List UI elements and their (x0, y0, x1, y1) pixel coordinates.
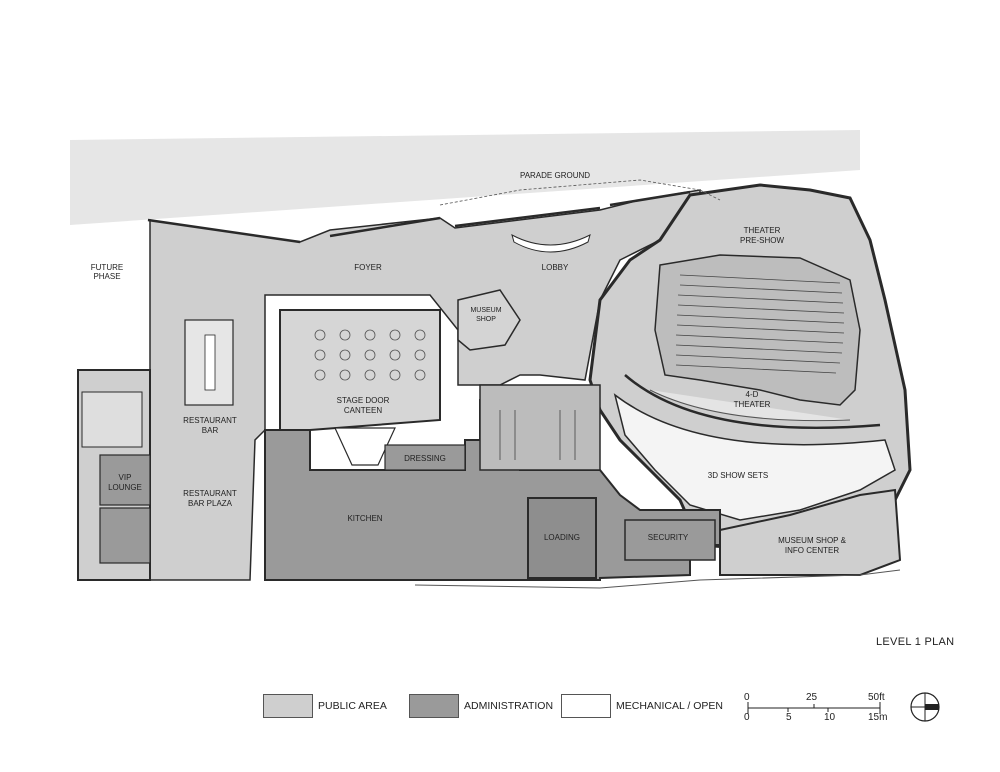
label-restaurant-bar-1: RESTAURANT (183, 416, 237, 425)
label-museum-shop-1: MUSEUM (470, 307, 501, 314)
parade-ground-boundary (439, 179, 721, 206)
label-museum-shop-2: SHOP (476, 316, 496, 323)
theater-seating (654, 254, 861, 406)
stage-funnel (334, 427, 396, 466)
label-info-center-1: MUSEUM SHOP & (778, 536, 847, 545)
label-future-phase-2: PHASE (93, 272, 120, 281)
north-facade (147, 190, 691, 244)
scale-m-5: 5 (786, 712, 792, 723)
scale-m-15: 15m (868, 712, 888, 723)
show-sets-area (613, 393, 896, 521)
label-parade-ground: PARADE GROUND (520, 171, 590, 180)
canteen-tables (314, 329, 426, 381)
legend-swatch-public (263, 694, 313, 718)
label-theater-preshow-1: THEATER (744, 226, 781, 235)
label-stage-door-1: STAGE DOOR (337, 396, 390, 405)
label-foyer: FOYER (354, 263, 382, 272)
security-room (624, 519, 716, 561)
scale-ft-0: 0 (744, 692, 750, 703)
theater-screen (624, 374, 881, 430)
loading-dock (527, 497, 597, 579)
vip-lounge (99, 454, 151, 506)
vip-lower (99, 507, 151, 564)
label-restaurant-plaza-2: BAR PLAZA (188, 499, 233, 508)
lobby-desk (511, 234, 591, 253)
north-arrow-icon (910, 692, 940, 722)
scale-m-0: 0 (744, 712, 750, 723)
label-security: SECURITY (648, 533, 689, 542)
plan-title: LEVEL 1 PLAN (876, 636, 955, 648)
theater-screen-inner (649, 389, 851, 422)
label-4d-theater-1: 4-D (746, 390, 759, 399)
info-center (719, 488, 902, 576)
label-kitchen: KITCHEN (347, 514, 382, 523)
label-info-center-2: INFO CENTER (785, 546, 839, 555)
restroom-stalls (499, 410, 576, 460)
legend-label-public: PUBLIC AREA (318, 700, 387, 712)
legend-swatch-mechanical (561, 694, 611, 718)
site-shading (70, 130, 860, 225)
legend-label-admin: ADMINISTRATION (464, 700, 554, 712)
label-restaurant-bar-2: BAR (202, 426, 219, 435)
vip-stairs (81, 391, 143, 448)
label-4d-theater-2: THEATER (734, 400, 771, 409)
street-edge (414, 569, 901, 589)
scale-ft-25: 25 (806, 692, 818, 703)
museum-shop-pod (457, 289, 521, 351)
legend-label-mechanical: MECHANICAL / OPEN (616, 700, 723, 712)
label-lobby: LOBBY (542, 263, 569, 272)
core-restrooms (479, 384, 601, 471)
label-future-phase-1: FUTURE (91, 263, 123, 272)
label-restaurant-plaza-1: RESTAURANT (183, 489, 237, 498)
bar-island (204, 334, 216, 391)
label-stage-door-2: CANTEEN (344, 406, 382, 415)
seating-rows (675, 274, 845, 374)
dressing-room (384, 444, 466, 471)
scale-ft-50: 50ft (868, 692, 885, 703)
scale-bar (747, 702, 881, 714)
label-3d-show-sets: 3D SHOW SETS (708, 471, 768, 480)
scale-m-10: 10 (824, 712, 836, 723)
public-area-foyer (147, 189, 701, 581)
label-vip-lounge-2: LOUNGE (108, 483, 142, 492)
label-vip-lounge-1: VIP (119, 473, 132, 482)
legend-swatch-admin (409, 694, 459, 718)
label-theater-preshow-2: PRE-SHOW (740, 236, 784, 245)
label-dressing: DRESSING (404, 454, 446, 463)
label-loading: LOADING (544, 533, 580, 542)
